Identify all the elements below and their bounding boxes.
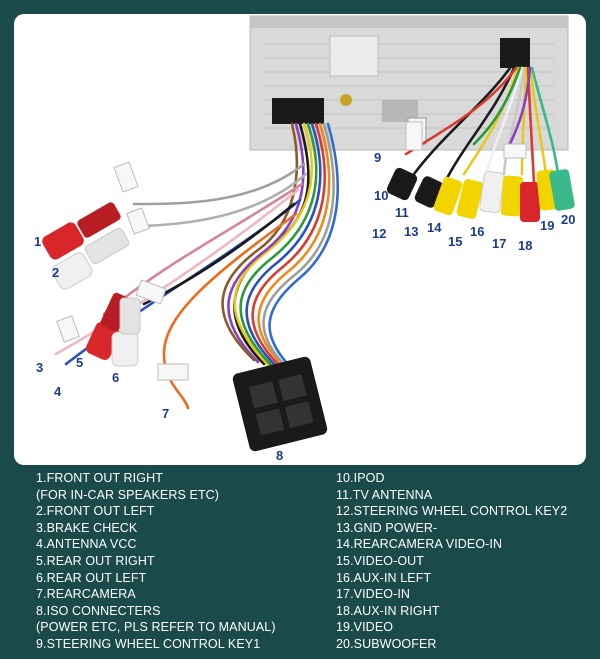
legend-item: 11.TV ANTENNA xyxy=(336,487,433,502)
legend-item: 7.REARCAMERA xyxy=(36,587,136,602)
wire-tags xyxy=(56,121,527,381)
callout-16: 16 xyxy=(470,224,485,239)
ipod-connector xyxy=(386,167,418,201)
legend-item: (FOR IN-CAR SPEAKERS ETC) xyxy=(36,487,220,502)
callout-7: 7 xyxy=(162,406,170,421)
rca-front-left-plug xyxy=(51,227,130,290)
legend-item: 4.ANTENNA VCC xyxy=(36,537,137,552)
diagram-panel: 1 2 3 4 5 6 7 8 9 10 11 12 13 14 15 16 1… xyxy=(14,14,586,465)
legend-item: 8.ISO CONNECTERS xyxy=(36,603,161,618)
legend-item: 18.AUX-IN RIGHT xyxy=(336,603,440,618)
legend-item: 12.STEERING WHEEL CONTROL KEY2 xyxy=(336,504,568,519)
legend-column-right: 10.IPOD 11.TV ANTENNA 12.STEERING WHEEL … xyxy=(336,470,567,653)
callout-10: 10 xyxy=(374,188,389,203)
legend-item: 17.VIDEO-IN xyxy=(336,587,411,602)
callout-9: 9 xyxy=(374,150,382,165)
callout-12: 12 xyxy=(372,226,387,241)
legend-item: 10.IPOD xyxy=(336,471,385,485)
legend-item: 19.VIDEO xyxy=(336,620,394,635)
legend-item: 9.STEERING WHEEL CONTROL KEY1 xyxy=(36,636,261,651)
callout-11: 11 xyxy=(395,205,409,220)
legend-item: 16.AUX-IN LEFT xyxy=(336,570,432,585)
rca-right-group xyxy=(433,169,575,222)
wiring-harness-illustration xyxy=(42,15,575,452)
iso-connector xyxy=(232,356,328,452)
rca-rear-left-plug xyxy=(111,297,141,367)
callout-2: 2 xyxy=(52,265,60,280)
callout-6: 6 xyxy=(112,370,120,385)
legend-item: 13.GND POWER- xyxy=(336,520,438,535)
callout-5: 5 xyxy=(76,355,84,370)
legend-item: 5.REAR OUT RIGHT xyxy=(36,553,155,568)
callout-1: 1 xyxy=(34,234,42,249)
legend-item: 1.FRONT OUT RIGHT xyxy=(36,471,163,485)
callout-13: 13 xyxy=(404,224,419,239)
legend-item: 20.SUBWOOFER xyxy=(336,636,437,651)
legend-item: 2.FRONT OUT LEFT xyxy=(36,504,155,519)
callout-19: 19 xyxy=(540,218,555,233)
legend-item: 14.REARCAMERA VIDEO-IN xyxy=(336,537,503,552)
callout-18: 18 xyxy=(518,238,533,253)
callout-15: 15 xyxy=(448,234,463,249)
callout-4: 4 xyxy=(54,384,62,399)
callout-8: 8 xyxy=(276,448,284,463)
main-wire-bundle xyxy=(54,122,339,410)
legend-item: 15.VIDEO-OUT xyxy=(336,553,425,568)
legend-item: 6.REAR OUT LEFT xyxy=(36,570,147,585)
legend-column-left: 1.FRONT OUT RIGHT (FOR IN-CAR SPEAKERS E… xyxy=(36,470,276,653)
legend: 1.FRONT OUT RIGHT (FOR IN-CAR SPEAKERS E… xyxy=(0,470,600,659)
callout-14: 14 xyxy=(427,220,442,235)
legend-item: 3.BRAKE CHECK xyxy=(36,520,138,535)
callout-3: 3 xyxy=(36,360,44,375)
callout-17: 17 xyxy=(492,236,507,251)
rca-front-right-plug xyxy=(42,202,121,260)
legend-item: (POWER ETC, PLS REFER TO MANUAL) xyxy=(36,620,276,635)
callout-20: 20 xyxy=(561,212,576,227)
